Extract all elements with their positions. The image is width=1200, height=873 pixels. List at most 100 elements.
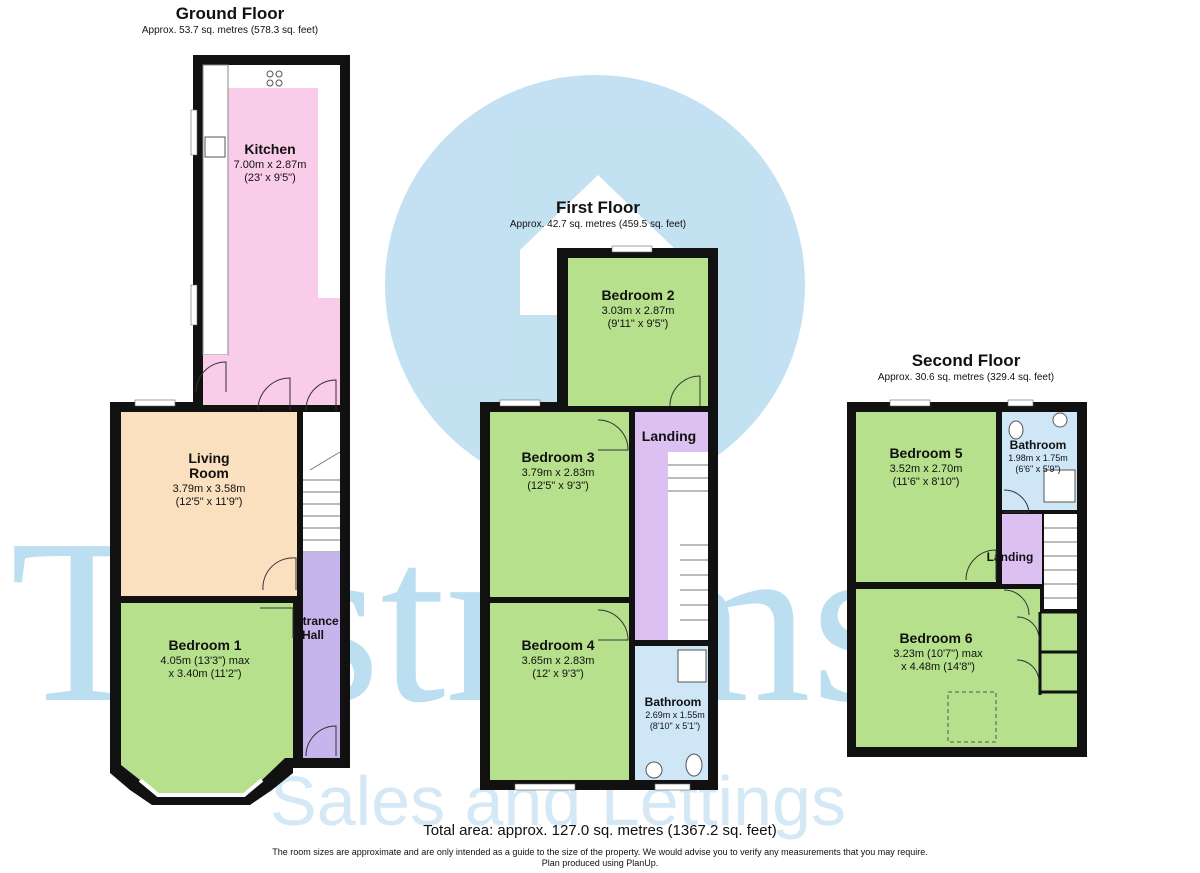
bedroom-2-metric: 3.03m x 2.87m — [602, 305, 675, 317]
living-room-metric: 3.79m x 3.58m — [173, 483, 246, 495]
bedroom-1-imperial: x 3.40m (11'2") — [168, 668, 241, 680]
basin-icon — [1052, 412, 1068, 428]
living-room-name-line2: Room — [189, 465, 229, 481]
bedroom-5-imperial: (11'6" x 8'10") — [893, 476, 960, 488]
door-icon — [1003, 589, 1030, 616]
bedroom-6-imperial: x 4.48m (14'8") — [901, 661, 975, 673]
shower-icon — [1043, 469, 1076, 503]
bedroom-5-metric: 3.52m x 2.70m — [890, 463, 963, 475]
toilet-icon — [1008, 420, 1024, 440]
bay-window-icon — [138, 778, 264, 797]
kitchen-name: Kitchen — [244, 141, 295, 157]
door-icon — [597, 609, 629, 641]
door-icon — [597, 419, 629, 451]
living-room-imperial: (12'5" x 11'9") — [176, 496, 243, 508]
entrance-hall-name-line2: Hall — [302, 628, 324, 642]
hob-icon — [275, 79, 283, 87]
first-floor-title: First Floor — [556, 198, 640, 217]
door-icon — [257, 377, 291, 411]
disclaimer: The room sizes are approximate and are o… — [0, 847, 1200, 869]
door-icon — [1016, 659, 1040, 683]
first-floor-area: Approx. 42.7 sq. metres (459.5 sq. feet) — [510, 219, 686, 230]
stairs-area — [1044, 514, 1077, 609]
bedroom-1-name: Bedroom 1 — [168, 637, 241, 653]
ground-floor-title: Ground Floor — [176, 4, 285, 23]
bathroom-2-metric: 1.98m x 1.75m — [1008, 453, 1068, 463]
stairs-icon — [1044, 527, 1077, 599]
bedroom-2-room — [568, 258, 708, 406]
bedroom-4-imperial: (12' x 9'3") — [532, 668, 584, 680]
stairs-area — [303, 412, 340, 552]
kitchen-worktop — [202, 64, 229, 356]
bedroom-4-metric: 3.65m x 2.83m — [522, 655, 595, 667]
toilet-icon — [685, 753, 703, 777]
bedroom-6-metric: 3.23m (10'7") max — [893, 648, 983, 660]
plan-credit: Plan produced using PlanUp. — [541, 858, 659, 868]
door-icon — [965, 549, 997, 581]
bathroom-2-name: Bathroom — [1010, 438, 1067, 452]
landing-2-room — [1002, 514, 1042, 584]
door-icon — [1016, 616, 1040, 641]
window-icon — [134, 399, 176, 407]
window-icon — [190, 109, 198, 156]
bedroom-4-room — [490, 603, 629, 780]
second-floor: Second Floor Approx. 30.6 sq. metres (32… — [847, 351, 1087, 757]
bathroom-2-imperial: (6'6" x 5'9") — [1015, 464, 1060, 474]
bedroom-1-metric: 4.05m (13'3") max — [160, 655, 250, 667]
disclaimer-text: The room sizes are approximate and are o… — [272, 847, 928, 857]
window-icon — [654, 783, 691, 791]
bedroom-6-name: Bedroom 6 — [899, 630, 972, 646]
window-icon — [190, 284, 198, 326]
kitchen-floor — [228, 88, 340, 405]
bathroom-imperial: (8'10" x 5'1") — [650, 721, 700, 731]
hob-icon — [275, 70, 283, 78]
stairs-icon — [668, 464, 708, 621]
second-floor-title: Second Floor — [912, 351, 1021, 370]
bedroom-3-room — [490, 412, 629, 597]
bedroom-3-imperial: (12'5" x 9'3") — [527, 480, 589, 492]
landing-2-name: Landing — [987, 550, 1034, 564]
door-icon — [1003, 489, 1030, 513]
basin-icon — [645, 761, 663, 779]
entrance-hall — [303, 552, 340, 758]
window-icon — [1007, 399, 1034, 407]
window-icon — [889, 399, 931, 407]
bathroom-name: Bathroom — [645, 695, 702, 709]
window-icon — [499, 399, 541, 407]
bedroom-5-room — [856, 412, 996, 582]
kitchen-sink-icon — [204, 136, 226, 158]
door-icon — [262, 557, 297, 591]
door-icon — [305, 725, 337, 757]
bedroom-4-name: Bedroom 4 — [521, 637, 594, 653]
ground-floor: Ground Floor Approx. 53.7 sq. metres (57… — [110, 4, 350, 805]
door-icon — [305, 379, 337, 411]
entrance-hall-name: Entrance — [287, 614, 339, 628]
bathroom-metric: 2.69m x 1.55m — [645, 710, 705, 720]
shower-icon — [677, 649, 707, 683]
hob-icon — [266, 70, 274, 78]
first-floor: First Floor Approx. 42.7 sq. metres (459… — [480, 198, 718, 791]
bedroom-3-name: Bedroom 3 — [521, 449, 594, 465]
bedroom-1-room — [121, 603, 293, 795]
landing-name: Landing — [642, 428, 696, 444]
bedroom-2-imperial: (9'11" x 9'5") — [608, 318, 669, 330]
window-icon — [611, 245, 653, 253]
skylight-icon — [947, 691, 997, 743]
living-room — [121, 412, 297, 596]
bedroom-6-room — [856, 589, 1077, 747]
hob-icon — [266, 79, 274, 87]
total-area: Total area: approx. 127.0 sq. metres (13… — [423, 822, 777, 839]
door-icon — [195, 361, 227, 393]
bedroom-5-name: Bedroom 5 — [889, 445, 962, 461]
door-icon — [260, 607, 294, 638]
living-room-name: Living — [188, 450, 229, 466]
bedroom-2-name: Bedroom 2 — [601, 287, 674, 303]
cupboard-icon — [1038, 610, 1077, 695]
bedroom-3-metric: 3.79m x 2.83m — [522, 467, 595, 479]
window-icon — [514, 783, 576, 791]
ground-floor-area: Approx. 53.7 sq. metres (578.3 sq. feet) — [142, 25, 318, 36]
second-floor-area: Approx. 30.6 sq. metres (329.4 sq. feet) — [878, 372, 1054, 383]
kitchen-metric: 7.00m x 2.87m — [234, 159, 307, 171]
kitchen-imperial: (23' x 9'5") — [244, 172, 296, 184]
